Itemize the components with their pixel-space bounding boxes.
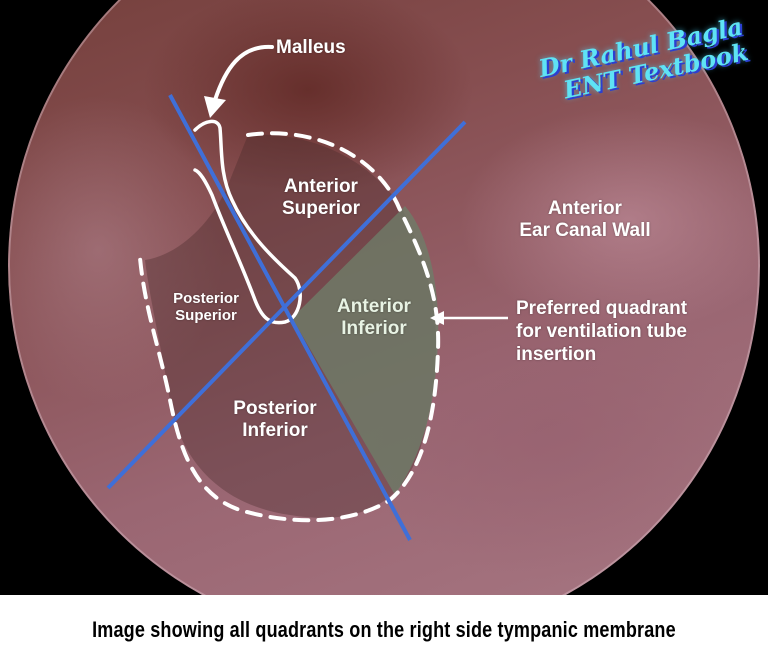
posterior-inferior-label: Posterior Inferior [210,398,340,442]
preferred-quadrant-line1: Preferred quadrant [516,298,688,319]
figure-caption: Image showing all quadrants on the right… [0,595,768,665]
posterior-inferior-line2: Inferior [242,419,308,441]
posterior-superior-line2: Superior [175,307,237,325]
otoscopic-image: Malleus Anterior Superior Posterior Supe… [0,0,768,595]
anterior-superior-line2: Superior [281,197,361,219]
anterior-superior-label: Anterior Superior [256,176,386,220]
preferred-quadrant-arrowhead [430,311,444,325]
anterior-inferior-quadrant [292,206,439,495]
preferred-quadrant-line3: insertion [516,343,597,365]
malleus-outline [193,119,302,325]
posterior-superior-line1: Posterior [173,290,239,307]
ear-canal-wall-line2: Ear Canal Wall [519,219,651,241]
malleus-arrow [213,44,274,102]
quadrant-line-2 [106,120,467,490]
posterior-inferior-line1: Posterior [233,398,317,419]
tympanic-membrane-overlay [106,44,508,541]
anterior-inferior-line2: Inferior [341,317,407,339]
caption-text: Image showing all quadrants on the right… [92,617,676,642]
quadrant-line-1 [168,94,412,541]
preferred-quadrant-label: Preferred quadrant for ventilation tube … [516,298,756,366]
anterior-superior-line1: Anterior [284,176,358,197]
malleus-label: Malleus [276,37,346,58]
anterior-inferior-label: Anterior Inferior [314,296,434,340]
preferred-quadrant-line2: for ventilation tube [516,320,687,342]
anterior-ear-canal-wall-label: Anterior Ear Canal Wall [500,198,670,242]
anterior-inferior-line1: Anterior [337,296,411,317]
posterior-superior-label: Posterior Superior [156,290,256,325]
malleus-arrowhead [204,96,226,118]
ear-canal-wall-line1: Anterior [548,198,622,219]
